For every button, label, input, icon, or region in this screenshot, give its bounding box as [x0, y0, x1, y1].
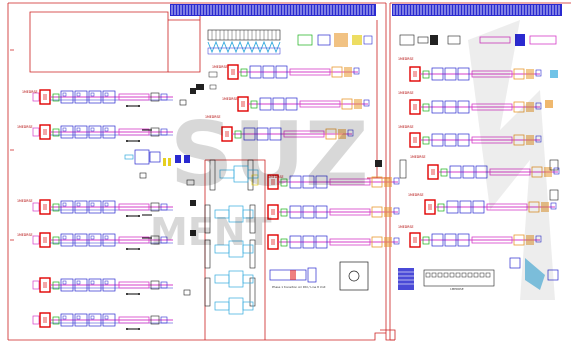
top-window-band: [170, 4, 562, 16]
line-label: 1MEDRSE: [398, 225, 414, 229]
line-label: 1MEDRSE: [17, 233, 33, 237]
line-label: 1MEDRSE: [398, 125, 414, 129]
line-label: 1MEDRSE: [410, 155, 426, 159]
line-label: 1MEDRSE: [222, 97, 238, 101]
watermark: SUZ MENT: [150, 20, 555, 300]
line-label: 1MEDRSE: [408, 193, 424, 197]
watermark-text: SUZ: [170, 103, 369, 206]
line-labels: 1MEDRSE 1MEDRSE 1MEDRSE 1MEDRSE 1MEDRSE …: [17, 57, 464, 291]
layout-note: Phase 1 transition Air Rtd / Line 8 Unit: [272, 285, 326, 289]
left-hall-equipment: [124, 88, 196, 296]
line-label: 1MEDRSE: [398, 91, 414, 95]
center-hall-equipment: [196, 33, 382, 307]
line-label: 1MEDRSE: [22, 90, 38, 94]
line-label: 1MEDRSE: [17, 125, 33, 129]
line-label: 1MEDRSE: [17, 199, 33, 203]
line-label: 1MEDRSE: [398, 57, 414, 61]
line-label: 1MEDRSE: [268, 175, 284, 179]
line-label: 1MEDRSE: [212, 65, 228, 69]
layout-note: 1MEDRSE: [450, 287, 464, 291]
watermark-subtext: MENT: [150, 210, 272, 254]
right-hall-equipment: [398, 34, 559, 290]
top-center-equipment: [207, 29, 281, 55]
line-label: 1MEDRSE: [205, 115, 221, 119]
